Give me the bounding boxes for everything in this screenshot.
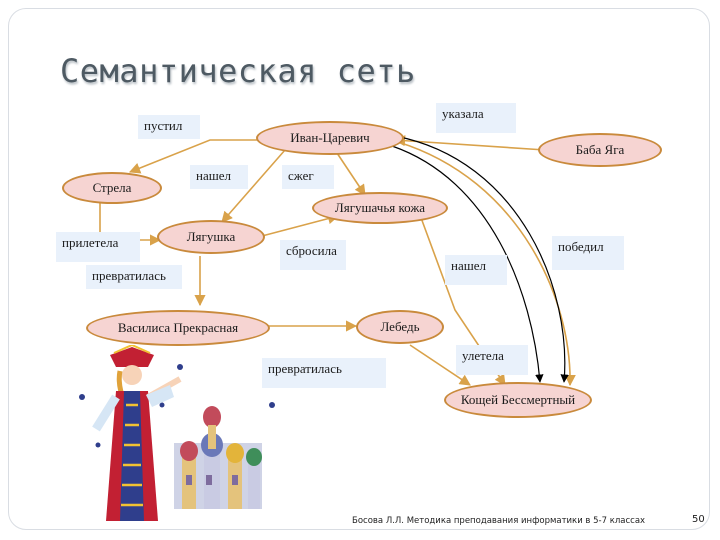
girl-figure: [92, 345, 182, 521]
label-prevratilas-2: превратилась: [262, 358, 386, 388]
footer-credit: Босова Л.Л. Методика преподавания информ…: [352, 516, 646, 526]
node-vasilisa-prekrasnaya: Василиса Прекрасная: [86, 310, 270, 346]
label-prevratilas-1: превратилась: [86, 265, 182, 289]
node-koshchey-bessmertny: Кощей Бессмертный: [444, 382, 592, 418]
label-sbrosila: сбросила: [280, 240, 346, 270]
label-pustil: пустил: [138, 115, 200, 139]
edge-ivan-koshchey: [397, 141, 576, 387]
label-nashel-2: нашел: [445, 255, 507, 285]
slide-title: Семантическая сеть: [60, 52, 416, 90]
edge-ivan-nashel: [391, 145, 544, 383]
node-baba-yaga: Баба Яга: [538, 133, 662, 167]
node-lyagushka: Лягушка: [157, 220, 265, 254]
label-ukazala: указала: [436, 103, 516, 133]
edge-lebed-koshchey: [409, 344, 471, 386]
vasilisa-illustration: [79, 345, 275, 521]
label-priletela: прилетела: [56, 232, 140, 262]
node-lyagushachya-kozha: Лягушачья кожа: [312, 192, 448, 224]
label-uletela: улетела: [456, 345, 528, 375]
page-number: 50: [692, 514, 705, 525]
label-szheg: сжег: [282, 165, 334, 189]
edge-babayaga-ivan: [393, 135, 546, 151]
edge-ivan-strela: [128, 139, 275, 174]
label-nashel-1: нашел: [190, 165, 248, 189]
node-lebed: Лебедь: [356, 310, 444, 344]
edge-ivan-kozha: [334, 149, 366, 196]
node-strela: Стрела: [62, 172, 162, 204]
edge-ivan-pobedil: [394, 135, 569, 383]
node-ivan-tsarevich: Иван-Царевич: [256, 121, 404, 155]
edge-ivan-lyagushka: [221, 149, 286, 223]
edge-lyagushka-kozha: [261, 213, 340, 237]
label-pobedil: победил: [552, 236, 624, 270]
cathedral-domes-image: [174, 406, 262, 509]
